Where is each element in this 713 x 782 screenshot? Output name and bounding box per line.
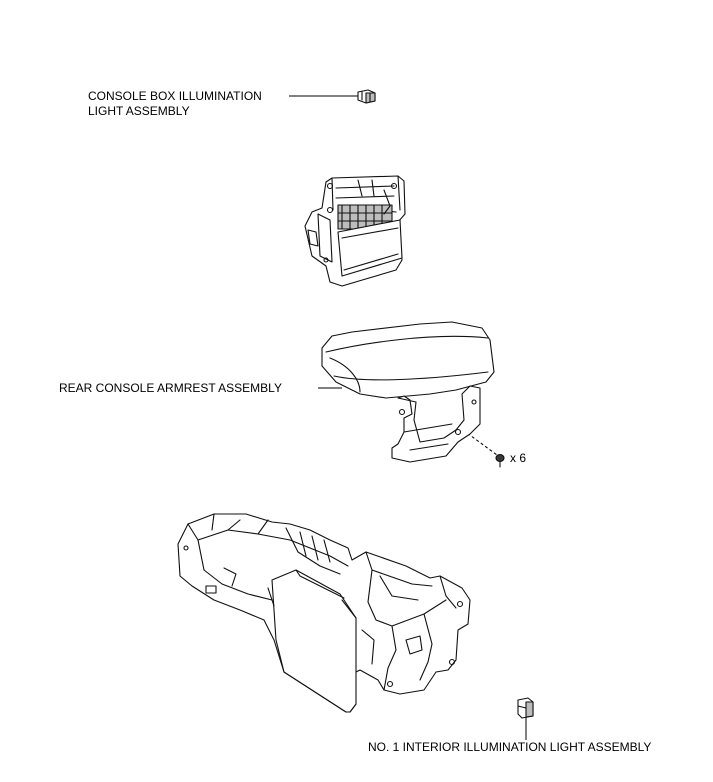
console-box-assembly (304, 175, 406, 287)
clip (495, 453, 505, 468)
rear-console-armrest-assembly (321, 321, 495, 463)
label-rear-console-armrest: REAR CONSOLE ARMREST ASSEMBLY (59, 381, 282, 395)
rear-console-box (177, 513, 471, 713)
label-console-line2: LIGHT ASSEMBLY (88, 104, 190, 118)
label-clip-count: x 6 (510, 451, 527, 465)
label-console-line1: CONSOLE BOX ILLUMINATION (88, 89, 262, 103)
console-box-illumination-light (357, 89, 376, 104)
label-console-box-illumination-light: CONSOLE BOX ILLUMINATION LIGHT ASSEMBLY (88, 89, 262, 119)
no1-interior-illumination-light (517, 697, 534, 719)
label-no1-interior-illumination-light: NO. 1 INTERIOR ILLUMINATION LIGHT ASSEMB… (368, 740, 652, 754)
